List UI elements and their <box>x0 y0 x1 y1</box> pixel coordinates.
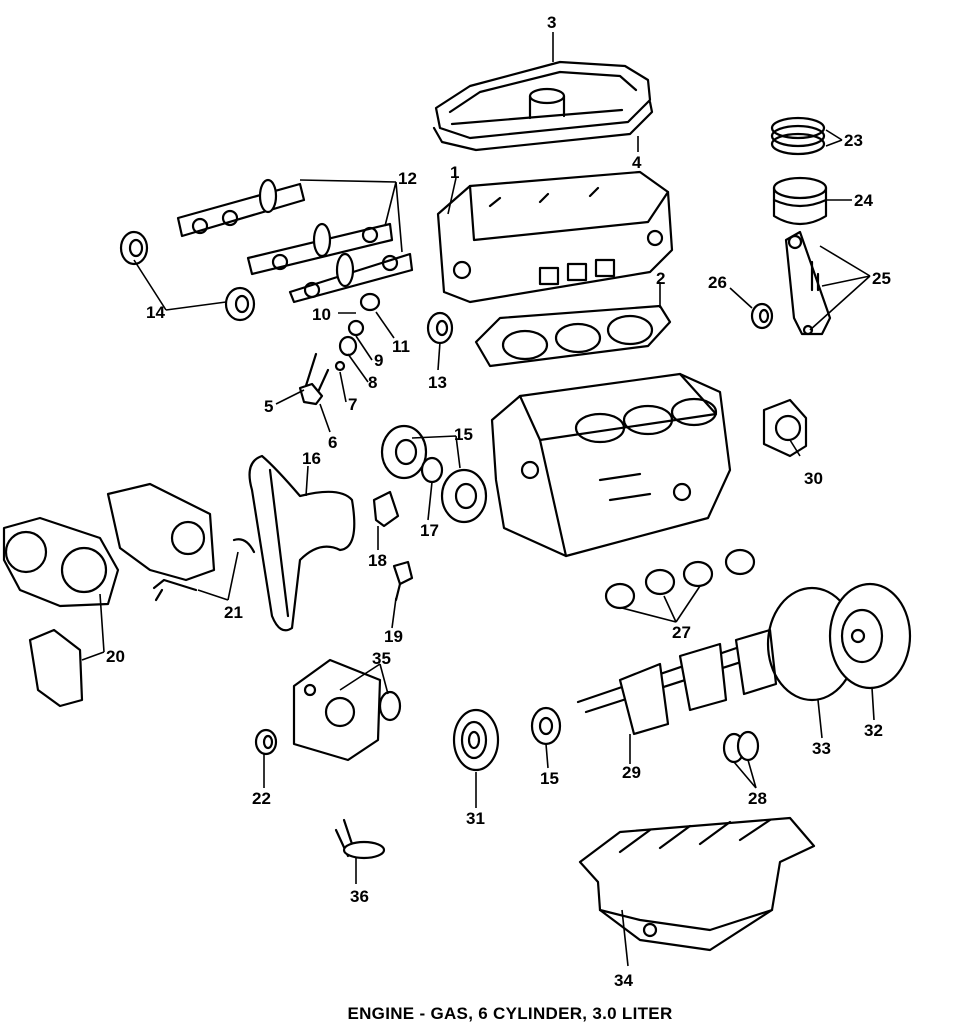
camshafts <box>176 178 414 304</box>
crankshaft <box>576 628 778 736</box>
callout-6: 6 <box>328 433 337 452</box>
callout-30: 30 <box>804 469 823 488</box>
callout-13: 13 <box>428 373 447 392</box>
belt-tensioner <box>372 490 400 528</box>
leader-lines <box>81 32 875 967</box>
callout-29: 29 <box>622 763 641 782</box>
callout-16: 16 <box>302 449 321 468</box>
callout-8: 8 <box>368 373 377 392</box>
callout-23: 23 <box>844 131 863 150</box>
main-bearings <box>604 548 756 610</box>
callout-14: 14 <box>146 303 165 322</box>
diagram-caption: ENGINE - GAS, 6 CYLINDER, 3.0 LITER <box>347 1004 672 1023</box>
callout-3: 3 <box>547 13 556 32</box>
callout-11: 11 <box>392 337 410 356</box>
callout-31: 31 <box>466 809 485 828</box>
piston <box>772 176 828 226</box>
oil-pump <box>292 658 402 762</box>
callout-21: 21 <box>224 603 243 622</box>
callout-36: 36 <box>350 887 369 906</box>
callout-9: 9 <box>374 351 383 370</box>
callout-32: 32 <box>864 721 883 740</box>
callout-25: 25 <box>872 269 891 288</box>
callout-34: 34 <box>614 971 633 990</box>
oil-pan <box>578 816 816 952</box>
callout-19: 19 <box>384 627 403 646</box>
piston-rings <box>770 116 826 156</box>
valve-train-parts <box>298 292 381 406</box>
callout-17: 17 <box>420 521 439 540</box>
callout-18: 18 <box>368 551 387 570</box>
cylinder-head <box>436 170 674 304</box>
crankshaft-timing-pulley <box>530 706 562 746</box>
timing-belt <box>248 454 356 632</box>
callout-27: 27 <box>672 623 691 642</box>
sensor-19 <box>392 560 414 602</box>
callout-2: 2 <box>656 269 665 288</box>
callout-26: 26 <box>708 273 727 292</box>
head-gasket <box>474 304 672 368</box>
engine-block <box>490 372 732 558</box>
callout-35: 35 <box>372 649 391 668</box>
rear-seal-retainer <box>762 398 808 458</box>
connecting-rod <box>784 230 832 336</box>
oil-strainer <box>334 818 386 860</box>
seal-22 <box>254 728 278 756</box>
callout-28: 28 <box>748 789 767 808</box>
camshaft-pulleys <box>380 424 488 524</box>
callout-15-upper: 15 <box>454 425 473 444</box>
callout-7: 7 <box>348 395 357 414</box>
callout-10: 10 <box>312 305 331 324</box>
crankshaft-pulley <box>452 708 500 772</box>
callout-33: 33 <box>812 739 831 758</box>
callout-4: 4 <box>632 153 642 172</box>
seal-13 <box>426 311 454 345</box>
camshaft-seals <box>119 230 256 322</box>
small-covers-21 <box>152 538 256 602</box>
rod-bearing <box>750 302 774 330</box>
callout-5: 5 <box>264 397 273 416</box>
valve-cover-gasket <box>432 100 654 152</box>
timing-covers <box>2 482 216 708</box>
callout-20: 20 <box>106 647 125 666</box>
flywheel <box>828 582 912 690</box>
callout-12: 12 <box>398 169 417 188</box>
callout-15-lower: 15 <box>540 769 559 788</box>
callout-1: 1 <box>450 163 459 182</box>
callout-labels: 3 4 1 2 12 14 13 10 11 9 8 7 5 6 15 16 1… <box>106 13 891 990</box>
seals-28 <box>722 730 760 764</box>
callout-22: 22 <box>252 789 271 808</box>
callout-24: 24 <box>854 191 873 210</box>
valve-cover <box>434 60 652 140</box>
idler-pulley <box>420 456 444 484</box>
